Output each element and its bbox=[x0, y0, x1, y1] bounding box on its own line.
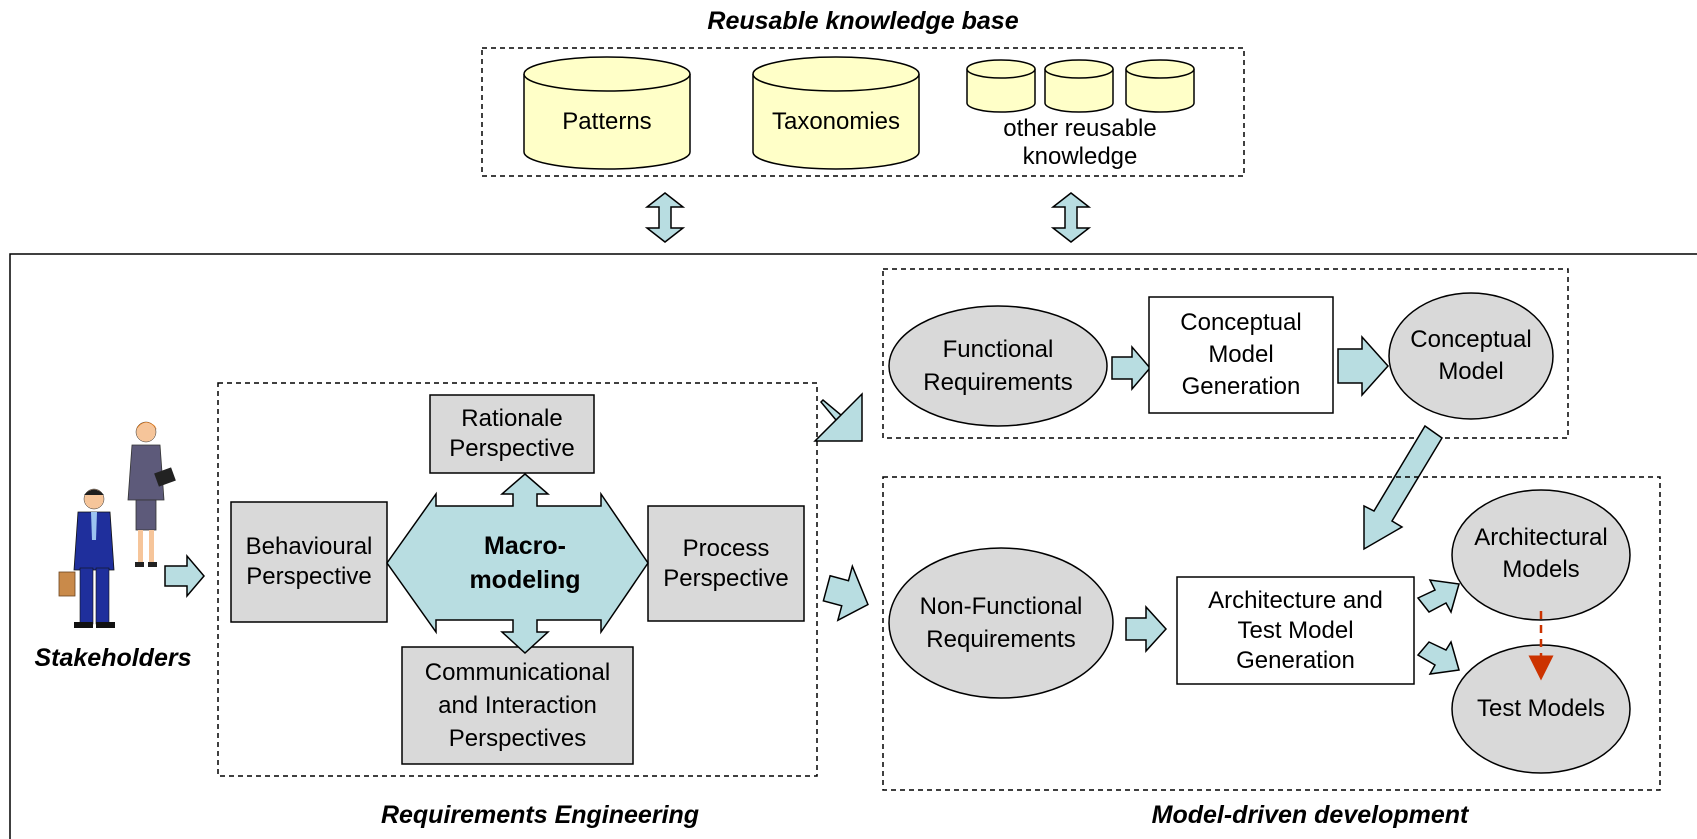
architectural-models-label: Architectural Models bbox=[1452, 521, 1630, 587]
communicational-line2: and Interaction bbox=[438, 692, 597, 719]
macro-line2: modeling bbox=[469, 566, 581, 594]
other-knowledge-line1: other reusable bbox=[1003, 115, 1157, 142]
architecture-test-model-generation-box bbox=[1176, 576, 1415, 685]
patterns-cylinder bbox=[523, 56, 691, 170]
architectural-models-ellipse bbox=[1451, 489, 1631, 621]
behavioural-line1: Behavioural bbox=[245, 533, 373, 560]
main-frame bbox=[9, 253, 1697, 839]
other-knowledge-cylinder-2 bbox=[1044, 59, 1114, 113]
atmg-line1: Architecture and bbox=[1208, 586, 1383, 614]
requirements-engineering-title-text: Requirements Engineering bbox=[380, 801, 700, 829]
rationale-perspective-box bbox=[429, 394, 595, 474]
functional-requirements-ellipse bbox=[888, 305, 1108, 427]
conceptual-model-label: Conceptual Model bbox=[1389, 322, 1553, 390]
cm-line1: Conceptual bbox=[1410, 326, 1532, 353]
model-driven-title-text: Model-driven development bbox=[1151, 801, 1469, 829]
arch-line2: Models bbox=[1502, 556, 1580, 583]
atmg-line2: Test Model bbox=[1237, 616, 1354, 644]
nonfunctional-line2: Requirements bbox=[926, 626, 1076, 653]
conceptual-model-ellipse bbox=[1388, 292, 1554, 420]
stakeholder-woman-figure bbox=[127, 421, 176, 567]
process-line1: Process bbox=[682, 534, 770, 562]
taxonomies-text: Taxonomies bbox=[771, 108, 901, 135]
kb-exchange-arrow-left bbox=[644, 192, 686, 243]
functional-path-container bbox=[882, 268, 1569, 439]
atmg-to-architectural-arrow bbox=[1416, 579, 1460, 614]
behavioural-line2: Perspective bbox=[246, 563, 372, 590]
stakeholders-label: Stakeholders bbox=[18, 642, 208, 674]
functional-requirements-label: Functional Requirements bbox=[889, 330, 1107, 402]
process-perspective-box bbox=[647, 505, 805, 622]
functional-line1: Functional bbox=[942, 336, 1054, 363]
model-driven-development-title: Model-driven development bbox=[1060, 799, 1560, 831]
macro-modeling-cross bbox=[386, 473, 649, 655]
other-knowledge-label: other reusable knowledge bbox=[962, 113, 1198, 173]
nonfunctional-path-container bbox=[882, 476, 1661, 791]
communicational-line1: Communicational bbox=[424, 659, 611, 686]
communicational-perspective-label: Communicational and Interaction Perspect… bbox=[402, 647, 633, 764]
nonfunctional-requirements-ellipse bbox=[888, 547, 1114, 699]
nonfunctional-requirements-label: Non-Functional Requirements bbox=[889, 587, 1113, 659]
other-knowledge-cylinder-1 bbox=[966, 59, 1036, 113]
atmg-line3: Generation bbox=[1236, 646, 1355, 674]
taxonomies-cylinder bbox=[752, 56, 920, 170]
macro-line1: Macro- bbox=[484, 532, 566, 560]
arch-line1: Architectural bbox=[1474, 524, 1608, 551]
process-perspective-label: Process Perspective bbox=[648, 506, 804, 621]
taxonomies-label: Taxonomies bbox=[753, 104, 919, 140]
atmg-to-test-models-arrow bbox=[1416, 640, 1460, 675]
other-knowledge-cylinder-3 bbox=[1125, 59, 1195, 113]
functional-to-cmg-arrow bbox=[1111, 344, 1151, 392]
communicational-line3: Perspectives bbox=[448, 725, 587, 752]
kb-exchange-arrow-right bbox=[1050, 192, 1092, 243]
process-line2: Perspective bbox=[663, 564, 789, 592]
architecture-test-model-generation-label: Architecture and Test Model Generation bbox=[1177, 577, 1414, 684]
conceptual-model-generation-label: Conceptual Model Generation bbox=[1149, 297, 1333, 413]
behavioural-perspective-label: Behavioural Perspective bbox=[231, 502, 387, 622]
cm-line2: Model bbox=[1438, 358, 1504, 385]
patterns-label: Patterns bbox=[524, 104, 690, 140]
other-knowledge-line2: knowledge bbox=[1022, 143, 1138, 170]
nonfunctional-line1: Non-Functional bbox=[919, 593, 1083, 620]
test-models-text: Test Models bbox=[1476, 695, 1606, 722]
macro-modeling-label: Macro- modeling bbox=[440, 520, 610, 606]
cmg-line2: Model bbox=[1208, 341, 1274, 368]
knowledge-base-title-text: Reusable knowledge base bbox=[707, 7, 1019, 35]
re-to-nonfunctional-arrow bbox=[822, 563, 869, 622]
conceptual-model-generation-box bbox=[1148, 296, 1334, 414]
stakeholder-man-figure bbox=[58, 488, 115, 628]
requirements-engineering-container bbox=[217, 382, 818, 777]
nonfunctional-to-atmg-arrow bbox=[1125, 605, 1168, 653]
cmg-line1: Conceptual bbox=[1180, 309, 1302, 336]
requirements-engineering-title: Requirements Engineering bbox=[300, 799, 780, 831]
cmg-to-conceptual-model-arrow bbox=[1337, 335, 1390, 397]
communicational-perspective-box bbox=[401, 646, 634, 765]
rationale-perspective-label: Rationale Perspective bbox=[430, 395, 594, 473]
stakeholders-to-re-arrow bbox=[164, 553, 205, 599]
cmg-line3: Generation bbox=[1181, 373, 1301, 400]
behavioural-perspective-box bbox=[230, 501, 388, 623]
stakeholders-text: Stakeholders bbox=[34, 644, 192, 672]
rationale-line2: Perspective bbox=[449, 435, 575, 462]
test-models-label: Test Models bbox=[1452, 691, 1630, 727]
re-to-functional-arrow bbox=[813, 392, 863, 442]
functional-line2: Requirements bbox=[923, 369, 1073, 396]
knowledge-base-title: Reusable knowledge base bbox=[482, 5, 1244, 37]
knowledge-base-container bbox=[481, 47, 1245, 177]
patterns-text: Patterns bbox=[562, 108, 652, 135]
conceptual-model-to-atmg-arrow bbox=[1363, 424, 1444, 551]
rationale-line1: Rationale bbox=[461, 405, 563, 432]
